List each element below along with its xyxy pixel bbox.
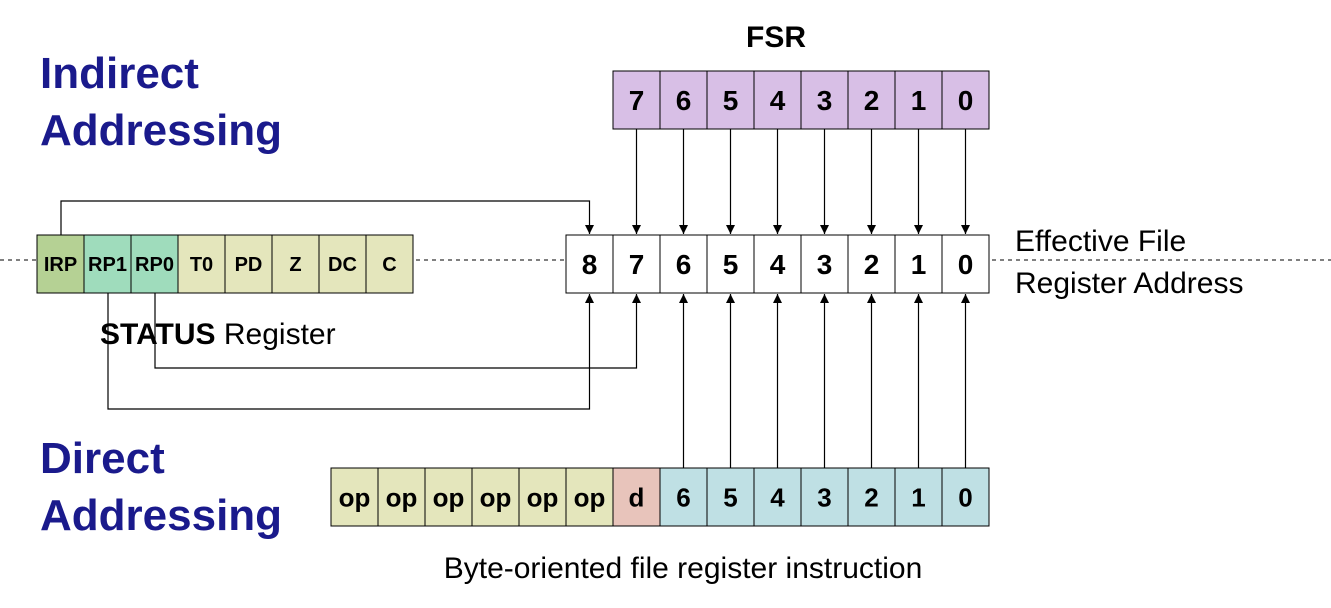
status-cell [365, 234, 414, 294]
effective-cell [753, 234, 802, 294]
status-bit-label: IRP [44, 254, 77, 276]
irp-to-bit8-arrow [60, 200, 594, 235]
instruction-bit-label: 6 [676, 482, 690, 512]
effective-cell [894, 234, 943, 294]
fsr-bit-label: 6 [676, 85, 692, 116]
instruction-bit-label: 0 [958, 482, 972, 512]
status-label-bold: STATUS [100, 318, 216, 351]
status-cell [83, 234, 132, 294]
rp0-to-bit7-arrow [154, 293, 641, 369]
fsr-bit-label: 7 [629, 85, 645, 116]
status-bit-label: DC [328, 254, 357, 276]
effective-bit-label: 7 [629, 249, 645, 280]
effective-bit-label: 0 [958, 249, 974, 280]
instruction-cell [753, 467, 802, 527]
status-bit-label: C [382, 254, 396, 276]
effective-cell [847, 234, 896, 294]
status-register: IRP RP1 RP0 T0 PD Z DC C [36, 234, 414, 294]
status-bit-label: PD [235, 254, 263, 276]
fsr-bit-label: 3 [817, 85, 833, 116]
instruction-bit-label: 3 [817, 482, 831, 512]
instruction-bit-label: op [480, 482, 512, 512]
effective-label-line1: Effective File [1015, 225, 1186, 258]
effective-bit-label: 4 [770, 249, 786, 280]
status-cell [224, 234, 273, 294]
bit-arrows [60, 129, 970, 468]
fsr-bit-label: 0 [958, 85, 974, 116]
direct-title-line2: Addressing [40, 491, 282, 540]
fsr-label: FSR [746, 21, 806, 54]
effective-bit-label: 3 [817, 249, 833, 280]
instruction-cell [377, 467, 426, 527]
instruction-bit-label: op [433, 482, 465, 512]
rp1-to-bit8-arrow [107, 293, 594, 410]
instruction-bit-label: 4 [770, 482, 785, 512]
status-cell [318, 234, 367, 294]
status-label-rest: Register [216, 318, 336, 351]
instruction-bit-label: d [629, 482, 645, 512]
instruction-cell [941, 467, 990, 527]
fsr-bit-label: 1 [911, 85, 927, 116]
effective-cell [941, 234, 990, 294]
instruction-bit-label: 1 [911, 482, 925, 512]
instruction-label: Byte-oriented file register instruction [444, 552, 923, 585]
instruction-cell [424, 467, 473, 527]
effective-label-line2: Register Address [1015, 267, 1243, 300]
effective-cell [706, 234, 755, 294]
instruction-cell [800, 467, 849, 527]
fsr-cell [941, 70, 990, 130]
indirect-title-line1: Indirect [40, 49, 199, 98]
status-bit-label: RP0 [135, 254, 174, 276]
fsr-bit-label: 4 [770, 85, 786, 116]
status-bit-label: RP1 [88, 254, 127, 276]
fsr-bit-label: 5 [723, 85, 739, 116]
instruction-cell [612, 467, 661, 527]
status-cell [177, 234, 226, 294]
effective-cell [565, 234, 614, 294]
fsr-bit-label: 2 [864, 85, 880, 116]
instruction-bit-label: op [386, 482, 418, 512]
effective-bit-label: 2 [864, 249, 880, 280]
indirect-title-line2: Addressing [40, 106, 282, 155]
instruction-cell [518, 467, 567, 527]
status-label: STATUS Register [100, 318, 336, 351]
effective-bit-label: 6 [676, 249, 692, 280]
instruction-bit-label: 5 [723, 482, 737, 512]
status-bit-label: Z [289, 254, 301, 276]
instruction-bit-label: op [339, 482, 371, 512]
instruction-bit-label: 2 [864, 482, 878, 512]
status-cell [130, 234, 179, 294]
instruction-bit-label: op [527, 482, 559, 512]
effective-bit-label: 5 [723, 249, 739, 280]
effective-cell [612, 234, 661, 294]
instruction-cell [471, 467, 520, 527]
effective-bit-label: 1 [911, 249, 927, 280]
status-bit-label: T0 [190, 254, 213, 276]
fsr-cell [659, 70, 708, 130]
effective-bit-label: 8 [582, 249, 598, 280]
direct-title-line1: Direct [40, 434, 165, 483]
instruction-cell [330, 467, 379, 527]
effective-cell [659, 234, 708, 294]
instruction-bit-label: op [574, 482, 606, 512]
instruction-cell [659, 467, 708, 527]
